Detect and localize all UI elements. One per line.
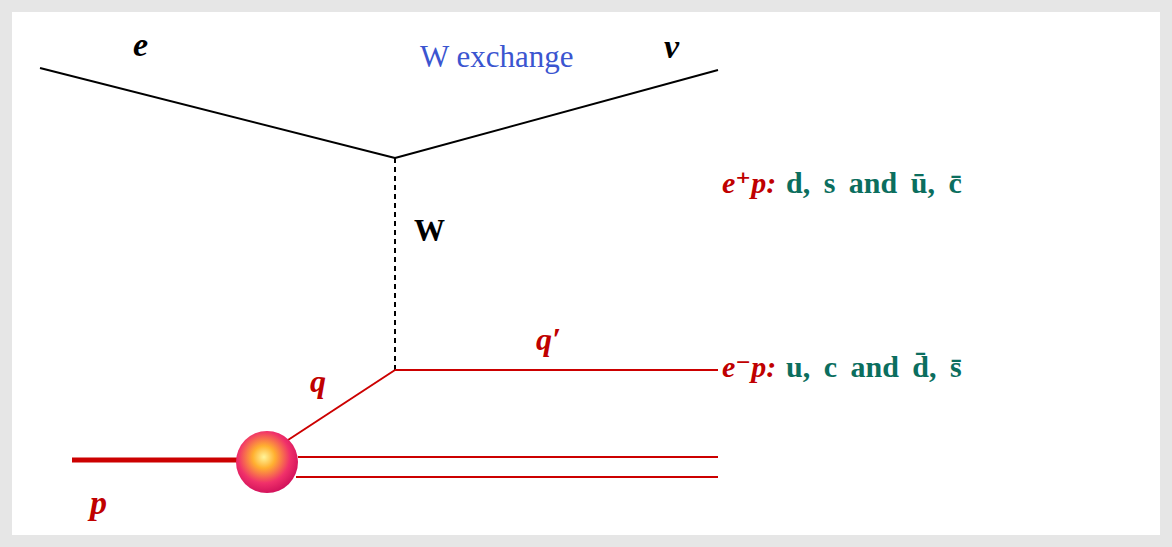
quark-list: u, c and d̄, s̄: [786, 350, 962, 383]
particle-label: ν: [664, 28, 679, 65]
quark-list: d, s and ū, c̄: [786, 166, 962, 199]
beam-label: e⁻p:: [722, 350, 776, 383]
particle-label: q: [310, 364, 326, 399]
boson-label: W: [414, 214, 445, 248]
proton-blob: [236, 431, 298, 493]
electron-line: [40, 68, 395, 158]
quark-line: [288, 370, 395, 440]
beam-label: e⁺p:: [722, 166, 776, 199]
particle-label: e: [133, 26, 148, 63]
outgoing-quark-line: [395, 369, 718, 371]
particle-label: p: [90, 484, 107, 521]
proton-line: [72, 458, 250, 463]
process-title: W exchange: [420, 40, 574, 74]
spectator-line: [296, 476, 718, 478]
w-propagator: [394, 158, 396, 370]
spectator-line: [298, 456, 718, 458]
particle-label: q′: [536, 322, 561, 357]
neutrino-line: [395, 70, 718, 158]
